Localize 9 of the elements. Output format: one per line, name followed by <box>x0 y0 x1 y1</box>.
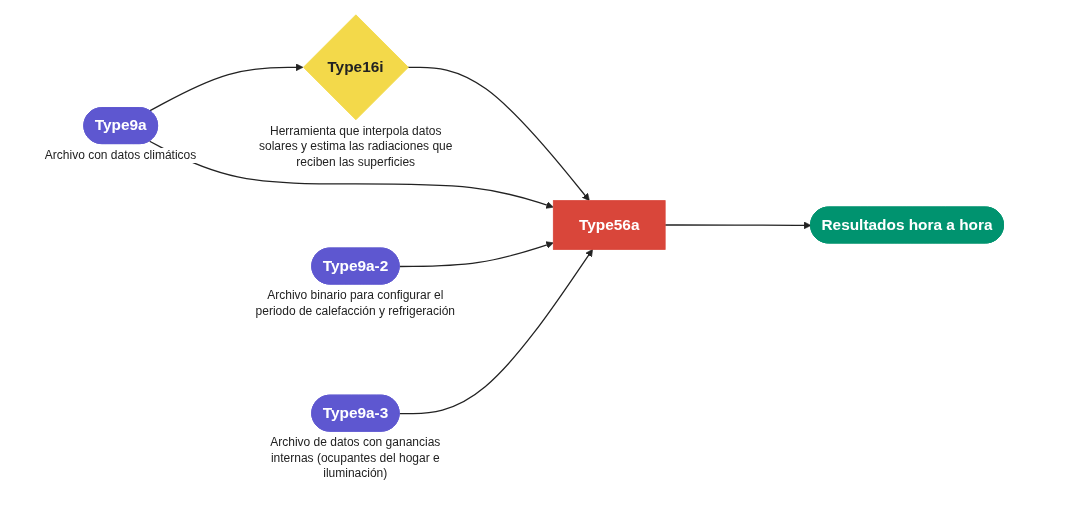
node-diamond: Type16i <box>302 14 409 121</box>
arrow <box>398 241 554 268</box>
node-box: Type56a <box>552 200 666 250</box>
node-caption: Archivo binario para configurar el periodo de calefacción y refrigeración <box>255 288 456 320</box>
arrow <box>398 249 593 415</box>
arrow <box>664 221 812 230</box>
arrow <box>407 66 590 201</box>
arrow <box>148 140 554 209</box>
arrow <box>148 63 304 112</box>
